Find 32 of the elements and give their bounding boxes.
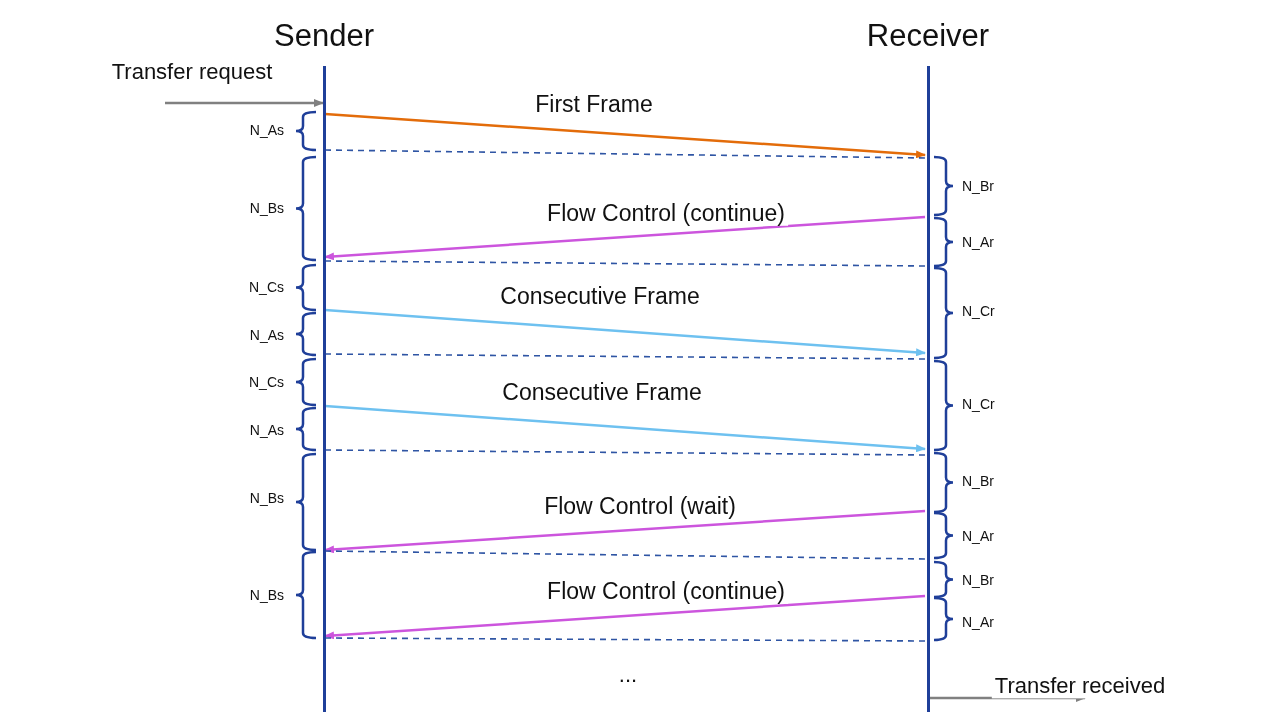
participant-label: Sender — [274, 17, 374, 55]
timing-label: N_Cs — [249, 278, 284, 296]
timing-label: N_Bs — [249, 586, 284, 604]
dashed-line — [324, 149, 926, 159]
timing-label: N_As — [249, 326, 284, 344]
dashed-line — [324, 353, 926, 360]
message-arrow — [324, 509, 926, 554]
timing-label: N_Bs — [249, 489, 284, 507]
continuation-text: ... — [618, 666, 638, 684]
timing-label: N_Br — [962, 177, 994, 195]
participant-label: Receiver — [866, 17, 990, 55]
timing-label: N_Bs — [249, 199, 284, 217]
timing-label: N_Br — [962, 472, 994, 490]
message-arrow — [324, 404, 926, 453]
dashed-line — [324, 449, 926, 456]
timing-label: N_As — [249, 421, 284, 439]
timing-label: N_Ar — [962, 527, 994, 545]
timing-label: N_Ar — [962, 233, 994, 251]
message-arrow — [324, 215, 926, 261]
timing-label: N_Br — [962, 571, 994, 589]
timing-label: N_Cr — [962, 395, 995, 413]
message-arrow — [324, 308, 926, 357]
message-arrow — [324, 112, 926, 159]
message-arrow — [324, 594, 926, 640]
message-arrow — [165, 99, 324, 107]
timing-label: N_Cs — [249, 373, 284, 391]
dashed-line — [324, 637, 926, 642]
timing-label: N_Cr — [962, 302, 995, 320]
timing-label: N_As — [249, 121, 284, 139]
timing-label: N_Ar — [962, 613, 994, 631]
dashed-line — [324, 550, 926, 560]
dashed-line — [324, 260, 926, 267]
